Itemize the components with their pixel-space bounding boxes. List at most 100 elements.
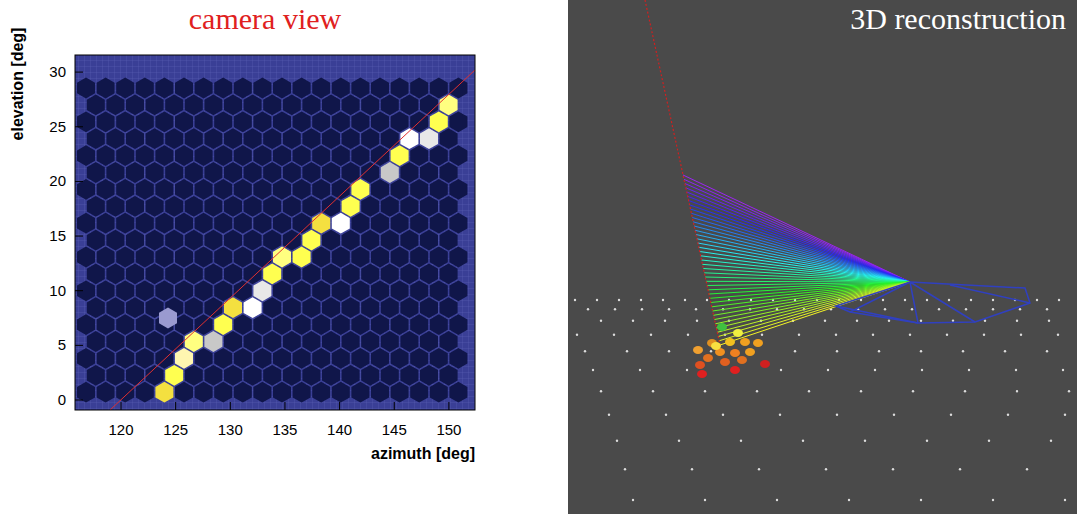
camera-pixel <box>165 196 183 217</box>
ground-station <box>750 299 752 301</box>
camera-pixel <box>155 179 173 200</box>
camera-pixel <box>332 348 350 369</box>
camera-pixel <box>244 95 262 116</box>
camera-pixel <box>342 230 360 251</box>
ground-station <box>1064 414 1066 416</box>
camera-pixel <box>87 196 105 217</box>
camera-pixel <box>234 145 252 166</box>
tick-mark <box>75 400 83 401</box>
ground-station <box>678 440 680 442</box>
hit-station <box>740 338 750 346</box>
camera-pixel <box>263 297 281 318</box>
camera-pixel <box>224 196 242 217</box>
ground-station <box>836 414 838 416</box>
camera-pixel <box>136 179 154 200</box>
camera-pixel <box>116 314 134 335</box>
light-ray <box>717 282 910 332</box>
tick-label: 25 <box>49 119 66 134</box>
light-ray <box>702 260 911 282</box>
camera-pixel <box>302 95 320 116</box>
camera-pixel <box>195 179 213 200</box>
ground-station <box>1064 499 1066 501</box>
camera-pixel <box>136 213 154 234</box>
camera-pixel <box>322 95 340 116</box>
camera-pixel <box>410 314 428 335</box>
tick-label: 130 <box>218 422 243 437</box>
camera-pixel <box>440 95 458 116</box>
camera-pixel <box>440 365 458 386</box>
ground-station <box>684 299 686 301</box>
tick-label: 135 <box>272 422 297 437</box>
camera-pixel <box>224 162 242 183</box>
ground-station <box>946 334 948 336</box>
camera-pixel <box>391 247 409 268</box>
ground-station <box>668 308 670 310</box>
camera-pixel <box>116 280 134 301</box>
ground-station <box>639 369 641 371</box>
camera-pixel <box>381 162 399 183</box>
camera-pixel <box>77 382 95 403</box>
ground-station <box>912 390 914 392</box>
light-ray <box>691 213 910 282</box>
ground-station <box>618 299 620 301</box>
camera-pixel <box>77 213 95 234</box>
ground-station <box>779 414 781 416</box>
camera-pixel <box>244 365 262 386</box>
camera-pixel <box>410 382 428 403</box>
camera-pixel <box>155 145 173 166</box>
tick-label: 5 <box>58 337 66 352</box>
ground-station <box>825 468 827 470</box>
camera-pixel <box>185 95 203 116</box>
ground-station <box>608 414 610 416</box>
ground-station <box>665 414 667 416</box>
camera-pixel <box>126 230 144 251</box>
camera-pixel <box>449 111 467 132</box>
light-ray <box>685 184 910 283</box>
ground-station <box>888 320 890 322</box>
ground-station <box>641 308 643 310</box>
camera-pixel <box>253 382 271 403</box>
camera-pixel <box>410 247 428 268</box>
tick-mark <box>339 402 340 410</box>
camera-pixel <box>87 230 105 251</box>
camera-pixel <box>195 280 213 301</box>
ground-station <box>576 334 578 336</box>
camera-pixel <box>449 382 467 403</box>
light-ray <box>690 205 911 282</box>
camera-pixel <box>155 247 173 268</box>
ground-station <box>632 499 634 501</box>
tick-mark <box>175 402 176 410</box>
camera-pixel <box>440 264 458 285</box>
ground-station <box>920 320 922 322</box>
ground-station <box>1020 334 1022 336</box>
camera-pixel <box>263 230 281 251</box>
camera-pixel <box>332 247 350 268</box>
camera-pixel <box>146 128 164 149</box>
camera-pixel <box>224 297 242 318</box>
camera-pixel <box>234 111 252 132</box>
ground-station <box>864 440 866 442</box>
camera-pixel <box>126 196 144 217</box>
ground-station <box>836 350 838 352</box>
plot-frame <box>75 55 475 410</box>
camera-pixel <box>430 348 448 369</box>
ground-station <box>650 334 652 336</box>
camera-pixel <box>165 264 183 285</box>
camera-pixel <box>204 196 222 217</box>
ground-station <box>592 369 594 371</box>
ground-station <box>798 334 800 336</box>
camera-pixel <box>342 331 360 352</box>
camera-pixel <box>430 280 448 301</box>
ground-station <box>687 334 689 336</box>
camera-pixel <box>273 348 291 369</box>
ground-station <box>835 334 837 336</box>
camera-pixel <box>116 179 134 200</box>
camera-pixel <box>87 331 105 352</box>
camera-pixel <box>351 247 369 268</box>
camera-pixel <box>293 145 311 166</box>
camera-pixel <box>283 162 301 183</box>
tick-label: 150 <box>436 422 461 437</box>
fit-line <box>110 70 475 410</box>
ground-station <box>992 499 994 501</box>
light-ray <box>694 226 910 282</box>
